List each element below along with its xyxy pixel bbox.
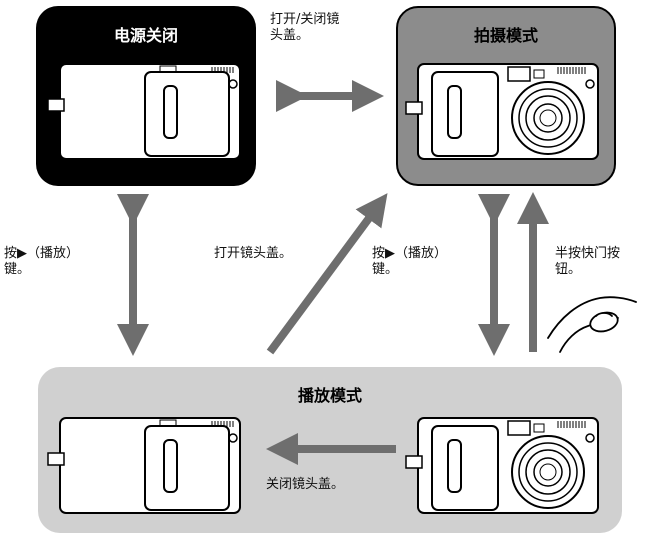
playback-mode-title: 播放模式 — [297, 386, 362, 405]
camera-playback-closed-icon — [47, 417, 241, 514]
camera-power-off-icon — [47, 63, 241, 160]
power-off-title: 电源关闭 — [113, 26, 178, 45]
label-open-close-cover: 打开/关闭镜 头盖。 — [270, 12, 340, 43]
shooting-mode-title: 拍摄模式 — [473, 26, 538, 45]
label-press-play-right: 按▶（播放） 键。 — [372, 246, 447, 277]
label-close-cover: 关闭镜头盖。 — [266, 477, 345, 492]
label-press-play-left: 按▶（播放） 键。 — [4, 246, 79, 277]
label-open-cover: 打开镜头盖。 — [214, 246, 293, 261]
diagonal-arrow — [266, 193, 388, 355]
camera-shooting-icon — [405, 63, 599, 160]
label-half-press-shutter: 半按快门按 钮。 — [555, 246, 621, 277]
hand-icon — [547, 296, 637, 353]
camera-playback-open-icon — [405, 417, 599, 514]
